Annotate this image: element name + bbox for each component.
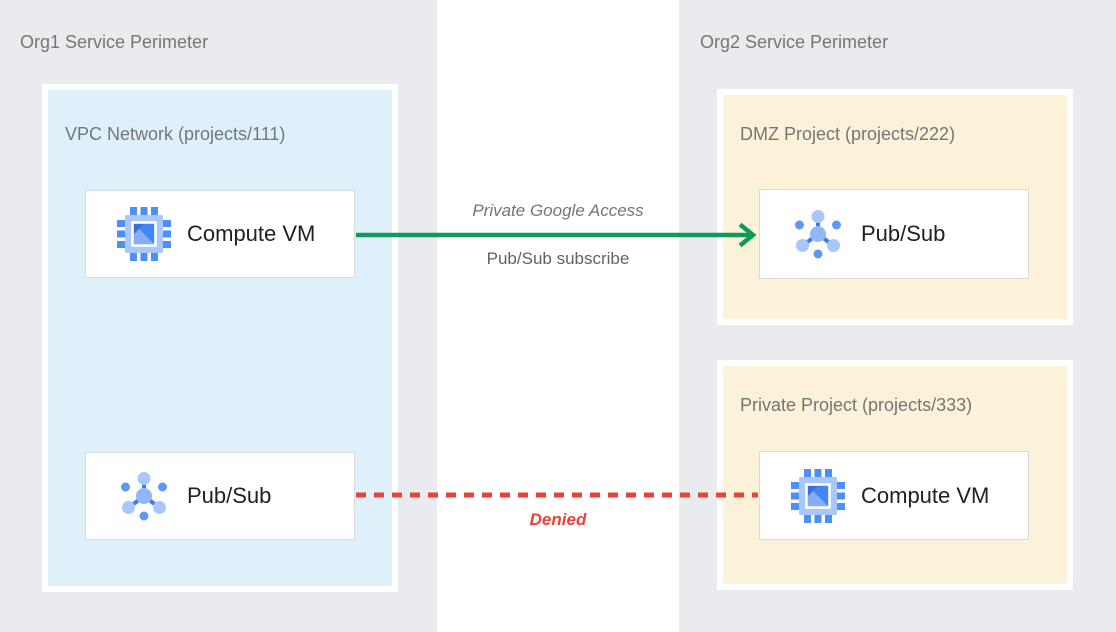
dmz-project-title: DMZ Project (projects/222) (740, 124, 956, 144)
pubsub-icon (790, 206, 846, 262)
compute-engine-icon (790, 468, 846, 524)
pubsub-subscribe-label: Pub/Sub subscribe (486, 249, 630, 268)
org1-perimeter-title: Org1 Service Perimeter (20, 32, 209, 52)
compute-vm-label: Compute VM (187, 221, 316, 246)
pubsub-icon (116, 468, 172, 524)
org2-pubsub-card: Pub/Sub (759, 189, 1029, 279)
org2-perimeter-title: Org2 Service Perimeter (700, 32, 889, 52)
org1-pubsub-card: Pub/Sub (85, 452, 355, 540)
denied-label: Denied (529, 510, 587, 529)
org2-compute-vm-card: Compute VM (759, 451, 1029, 540)
compute-engine-icon (116, 206, 172, 262)
private-project-title: Private Project (projects/333) (740, 395, 973, 415)
vpc-network-title: VPC Network (projects/111) (65, 124, 286, 144)
pubsub-label: Pub/Sub (187, 483, 272, 508)
org1-compute-vm-card: Compute VM (85, 190, 355, 278)
pubsub-label: Pub/Sub (861, 221, 946, 246)
private-google-access-label: Private Google Access (472, 201, 644, 220)
compute-vm-label: Compute VM (861, 482, 990, 508)
